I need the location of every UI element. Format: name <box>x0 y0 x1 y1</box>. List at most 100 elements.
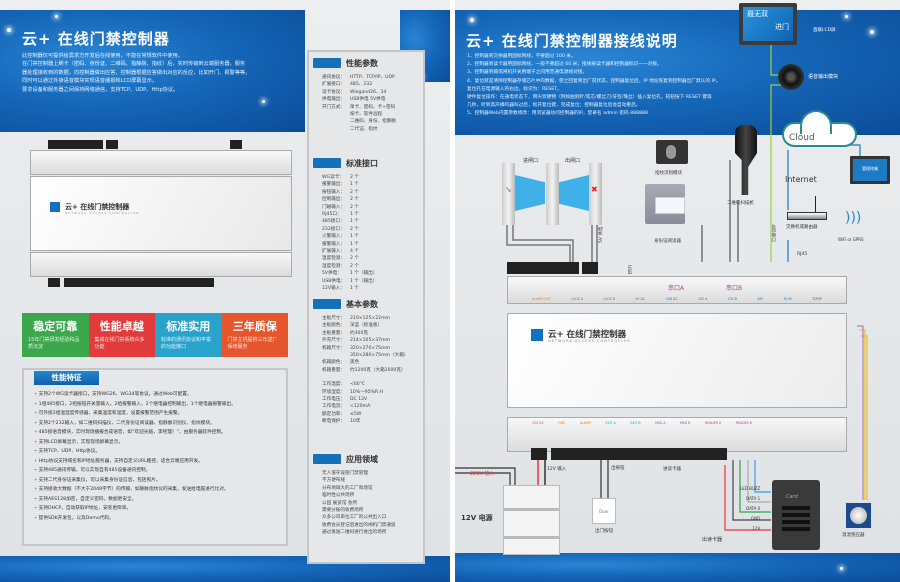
bottom-port-label: READER A <box>704 421 722 425</box>
spec-row: 供电输出：USB供电 5V供电 <box>322 96 419 103</box>
section-title: 性能参数 <box>346 58 378 68</box>
spec-value: 2 个 <box>350 256 359 262</box>
spec-value: <60℃ <box>350 382 365 388</box>
note-line: 硬件复位操作：在通电状态下，用尖状硬物（例如曲别针/笔芯/螺丝刀/牙签/珠丝）插… <box>467 95 712 101</box>
performance-item: 支持2个WG读卡器接口，支持WG26、WG34等协议，通过Web可配置。 <box>34 390 236 400</box>
spec-row: 通过发送二维码进行进出的场所 <box>322 529 419 536</box>
performance-item: 支持AES128加密，自定义密码，数据更安全。 <box>34 495 236 505</box>
logo-square <box>50 202 60 212</box>
wire-label: DATA 0 <box>746 506 761 511</box>
spec-row: 无人值守设施门禁管理 <box>322 470 419 477</box>
controller-top-rail <box>507 276 847 304</box>
psu-label: 12V 电源 <box>461 514 493 522</box>
spec-key: 外壳尺寸： <box>322 338 345 344</box>
spec-key: 公园 展览馆 会所 <box>322 500 358 506</box>
intro-line: 此控制器仅可提供给需求方开发后在线使用，不能在常规软件中使用。 <box>22 53 183 59</box>
v12-input-label: 12V 输入 <box>547 467 567 472</box>
lcd-line-1: 聂无双 <box>747 10 768 18</box>
spec-value: Wiegand26、34 <box>350 89 387 95</box>
terminal-block <box>48 140 103 149</box>
note-line: 复位孔在电源输入的右边，标识为：RESET。 <box>467 86 562 92</box>
feature-desc: 集成在线门禁系统众多功能 <box>94 337 145 350</box>
spec-row: 机箱颜色：黑色 <box>322 359 419 366</box>
performance-panel: 性能特征 支持2个WG读卡器接口，支持WG26、WG34等协议，通过Web可配置… <box>22 368 288 546</box>
internet-label: Internet <box>785 175 817 184</box>
spec-row: 众多公司单位工厂的公共出入口 <box>322 514 419 521</box>
spec-row: 温度检测：2 个 <box>322 255 419 262</box>
bottom-port-label: ALARM <box>579 421 592 425</box>
spec-value: HTTP、TCP/IP、UDP <box>350 75 395 80</box>
terminal-block <box>64 278 214 287</box>
spec-row: WG读卡：2 个 <box>322 174 419 181</box>
out-reader-label: 出读卡器 <box>702 537 723 543</box>
spec-key: 机箱尺寸： <box>322 345 345 351</box>
monitor-screen-text: 管理终端 <box>853 159 887 181</box>
spec-value: 1 个 <box>350 182 359 188</box>
spec-key: 485接口： <box>322 219 345 225</box>
spec-key: 供电输出： <box>322 97 345 103</box>
section-body: 无人值守设施门禁管理不方便布线分布地域大的工厂和场馆临时性公共场所公园 展览馆 … <box>313 466 419 537</box>
spec-row: 机箱尺寸：320×270×75mm <box>322 345 419 352</box>
section-header: 标准接口 <box>313 156 419 170</box>
spec-value: 1 个 <box>350 241 359 247</box>
spec-value: 485、232 <box>350 82 373 88</box>
feature-title: 标准实用 <box>166 320 211 333</box>
spec-key: 主板重量： <box>322 330 345 336</box>
spec-row: 5V供电：1 个（输出） <box>322 270 419 277</box>
spec-value: 1 个 <box>350 219 359 225</box>
spec-key: 扩展输入： <box>322 249 345 255</box>
left-header-bg <box>0 10 305 132</box>
performance-item: 支持LCD屏幕显示，实现现场屏幕显示。 <box>34 438 236 448</box>
spec-value: 2 个 <box>350 189 359 195</box>
section-badge-icon <box>313 58 341 68</box>
spec-row: 不方便布线 <box>322 477 419 484</box>
device-brand: 云+ 在线门禁控制器 <box>65 203 130 211</box>
top-port-label: USB DC <box>665 297 678 301</box>
spec-section: 应用领域无人值守设施门禁管理不方便布线分布地域大的工厂和场馆临时性公共场所公园 … <box>313 452 419 537</box>
spec-key: 12V输入： <box>322 286 345 292</box>
spec-value: 10%～95%R.H <box>350 389 383 395</box>
feature-card: 三年质保门禁主机提供三年送厂保修服务 <box>221 313 288 357</box>
spec-row: 工作电流：<120mA <box>322 403 419 410</box>
section-header: 性能参数 <box>313 56 419 70</box>
spec-row: 环境湿度： 10%～95%R.H <box>322 389 419 396</box>
note-line: 2、控制器到读卡器用国标网线，一般不要超过 60 米，接线按读卡器和控制器标识一… <box>467 62 662 68</box>
fingerprint-module-icon <box>656 140 688 164</box>
spec-key: 报警输出： <box>322 182 345 188</box>
spec-key: 环境湿度： <box>322 389 345 395</box>
spec-row: 工作电压：DC 12V <box>322 396 419 403</box>
spec-value: 214×105×37mm <box>350 338 391 344</box>
spec-key: 控制输出： <box>322 197 345 203</box>
bottom-port-label: EXIT A <box>605 421 616 425</box>
section-header: 基本参数 <box>313 297 419 311</box>
sensor-label: 温湿感应器 <box>842 533 865 538</box>
spec-value: 深蓝（标准板） <box>350 323 383 329</box>
spec-row: 二维码、身份、指静脉 <box>322 118 419 125</box>
feature-desc: 标准的通讯协议和丰富的功能接口 <box>161 337 212 350</box>
wiring-notes: 1、控制器到交换器用国标网线，不要超过 100 米。 2、控制器到读卡器用国标网线… <box>467 53 720 119</box>
speaker-icon <box>778 64 804 90</box>
performance-item: 支持二代身份证采集仪，可以采集身份证信息，包括照片。 <box>34 476 236 486</box>
feature-title: 稳定可靠 <box>33 320 78 333</box>
spec-value: 2 个 <box>350 197 359 203</box>
spec-row: USB供电：1 个（输出） <box>322 278 419 285</box>
controller-body <box>507 313 847 408</box>
spec-row: 收费会员登记后进出的闸机门禁通道 <box>322 522 419 529</box>
lcd-line-2: 进门 <box>775 23 789 31</box>
feature-card: 标准实用标准的通讯协议和丰富的功能接口 <box>155 313 222 357</box>
spec-value: 1 个（输出） <box>350 278 378 284</box>
spec-key: 门磁输入： <box>322 204 345 210</box>
note-line: 1、控制器到交换器用国标网线，不要超过 100 米。 <box>467 54 576 59</box>
spec-key: 分布地域大的工厂和场馆 <box>322 485 373 491</box>
spec-key: 湿度检测： <box>322 263 345 269</box>
note-line: 3、控制器到输或闸机开关用端子之间用普通电源线对接。 <box>467 70 588 76</box>
spec-row: 临时性公共场所 <box>322 492 419 499</box>
id-reader-label: 身份证阅读器 <box>654 239 681 244</box>
spec-key: 收费会员登记后进出的闸机门禁通道 <box>322 522 396 528</box>
performance-item: 1组485接口，2组按钮开关量输入，2组报警输入，2个继电器控制输出，1个继电器… <box>34 400 236 410</box>
spec-key: 众多公司单位工厂的公共出入口 <box>322 515 387 521</box>
top-port-label: LOCK B <box>603 297 615 301</box>
feature-card: 性能卓越集成在线门禁系统众多功能 <box>88 313 155 357</box>
